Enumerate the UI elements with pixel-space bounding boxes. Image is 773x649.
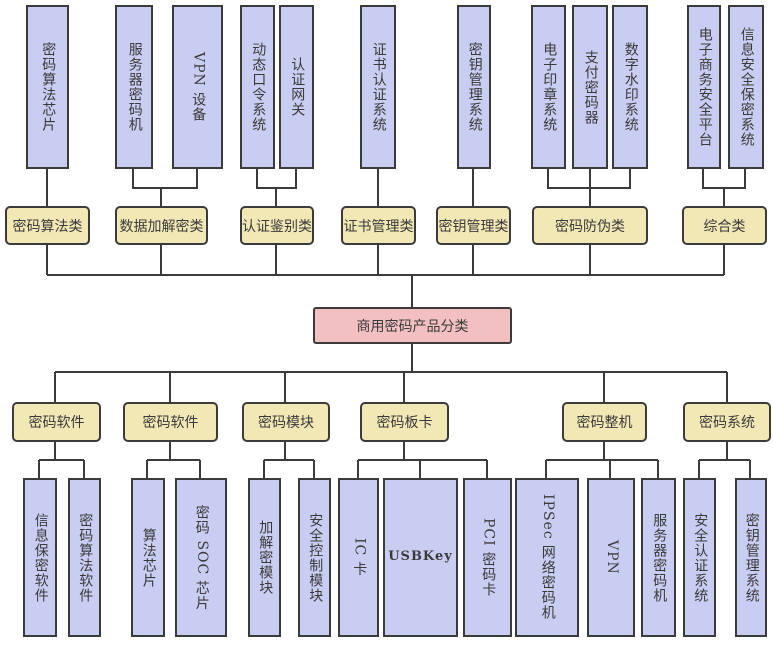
leaf-server-crypto-machine: 服务器密码机 bbox=[115, 5, 153, 169]
leaf-security-auth-system: 安全认证系统 bbox=[683, 478, 716, 637]
leaf-label: 安全控制模块 bbox=[307, 512, 324, 603]
leaf-ecommerce-security-platform: 电子商务安全平台 bbox=[687, 5, 721, 169]
leaf-label: 算法芯片 bbox=[140, 527, 157, 588]
category-crypto-software-2: 密码软件 bbox=[123, 402, 218, 442]
leaf-label: IC 卡 bbox=[351, 538, 368, 577]
leaf-label: PCI 密码卡 bbox=[480, 517, 497, 598]
leaf-algorithm-chip: 算法芯片 bbox=[131, 478, 165, 637]
category-data-encryption: 数据加解密类 bbox=[115, 206, 208, 245]
leaf-pci-crypto-card: PCI 密码卡 bbox=[463, 478, 512, 637]
leaf-key-management-system-2: 密钥管理系统 bbox=[735, 478, 767, 637]
leaf-label: 密钥管理系统 bbox=[466, 42, 483, 132]
category-cert-management: 证书管理类 bbox=[341, 206, 416, 245]
leaf-vpn: VPN bbox=[587, 478, 635, 637]
category-crypto-system: 密码系统 bbox=[683, 402, 771, 442]
category-crypto-card: 密码板卡 bbox=[360, 402, 449, 442]
leaf-ic-card: IC 卡 bbox=[338, 478, 379, 637]
category-crypto-module: 密码模块 bbox=[242, 402, 330, 442]
leaf-label: IPSec 网络密码机 bbox=[539, 494, 556, 621]
leaf-e-seal-system: 电子印章系统 bbox=[531, 5, 566, 169]
leaf-label: 动态口令系统 bbox=[250, 42, 267, 132]
category-anti-counterfeit: 密码防伪类 bbox=[532, 206, 648, 245]
leaf-label: 信息保密软件 bbox=[32, 512, 49, 603]
leaf-label: VPN bbox=[603, 540, 620, 575]
leaf-crypto-algorithm-software: 密码算法软件 bbox=[68, 478, 101, 637]
category-authentication: 认证鉴别类 bbox=[240, 206, 314, 245]
leaf-payment-cipher: 支付密码器 bbox=[572, 5, 608, 169]
leaf-label: 密码算法芯片 bbox=[40, 42, 57, 132]
leaf-label: 信息安全保密系统 bbox=[738, 27, 755, 147]
leaf-label: 密码 SOC 芯片 bbox=[193, 504, 210, 611]
leaf-digital-watermark-system: 数字水印系统 bbox=[612, 5, 648, 169]
leaf-label: 证书认证系统 bbox=[370, 42, 387, 132]
category-crypto-algorithm: 密码算法类 bbox=[5, 206, 90, 245]
category-key-management: 密钥管理类 bbox=[436, 206, 511, 245]
leaf-auth-gateway: 认证网关 bbox=[279, 5, 314, 169]
leaf-label: VPN 设备 bbox=[190, 51, 207, 123]
root-node: 商用密码产品分类 bbox=[313, 307, 512, 344]
leaf-label: 认证网关 bbox=[289, 57, 306, 117]
leaf-server-crypto-machine-2: 服务器密码机 bbox=[641, 478, 676, 637]
leaf-usbkey: USBKey bbox=[383, 478, 458, 637]
leaf-info-security-system: 信息安全保密系统 bbox=[728, 5, 764, 169]
leaf-label: 密码算法软件 bbox=[77, 512, 94, 603]
category-comprehensive: 综合类 bbox=[682, 206, 767, 245]
leaf-label: 数字水印系统 bbox=[622, 42, 639, 132]
category-crypto-machine: 密码整机 bbox=[562, 402, 647, 442]
leaf-label: 服务器密码机 bbox=[126, 42, 143, 132]
category-crypto-software: 密码软件 bbox=[12, 402, 101, 442]
leaf-label: 密钥管理系统 bbox=[743, 512, 760, 603]
leaf-crypto-algorithm-chip: 密码算法芯片 bbox=[26, 5, 69, 169]
leaf-encryption-module: 加解密模块 bbox=[248, 478, 281, 637]
leaf-crypto-soc-chip: 密码 SOC 芯片 bbox=[175, 478, 227, 637]
leaf-vpn-device: VPN 设备 bbox=[172, 5, 223, 169]
leaf-key-management-system: 密钥管理系统 bbox=[457, 5, 491, 169]
leaf-security-control-module: 安全控制模块 bbox=[298, 478, 331, 637]
leaf-label: 电子商务安全平台 bbox=[696, 27, 713, 147]
leaf-cert-auth-system: 证书认证系统 bbox=[360, 5, 396, 169]
leaf-ipsec-crypto-machine: IPSec 网络密码机 bbox=[515, 478, 579, 637]
leaf-dynamic-password-system: 动态口令系统 bbox=[240, 5, 275, 169]
leaf-label: USBKey bbox=[388, 549, 453, 565]
leaf-info-security-software: 信息保密软件 bbox=[23, 478, 57, 637]
leaf-label: 加解密模块 bbox=[257, 520, 274, 595]
leaf-label: 服务器密码机 bbox=[651, 512, 668, 603]
leaf-label: 电子印章系统 bbox=[541, 42, 558, 132]
leaf-label: 安全认证系统 bbox=[692, 512, 709, 603]
leaf-label: 支付密码器 bbox=[582, 49, 599, 125]
